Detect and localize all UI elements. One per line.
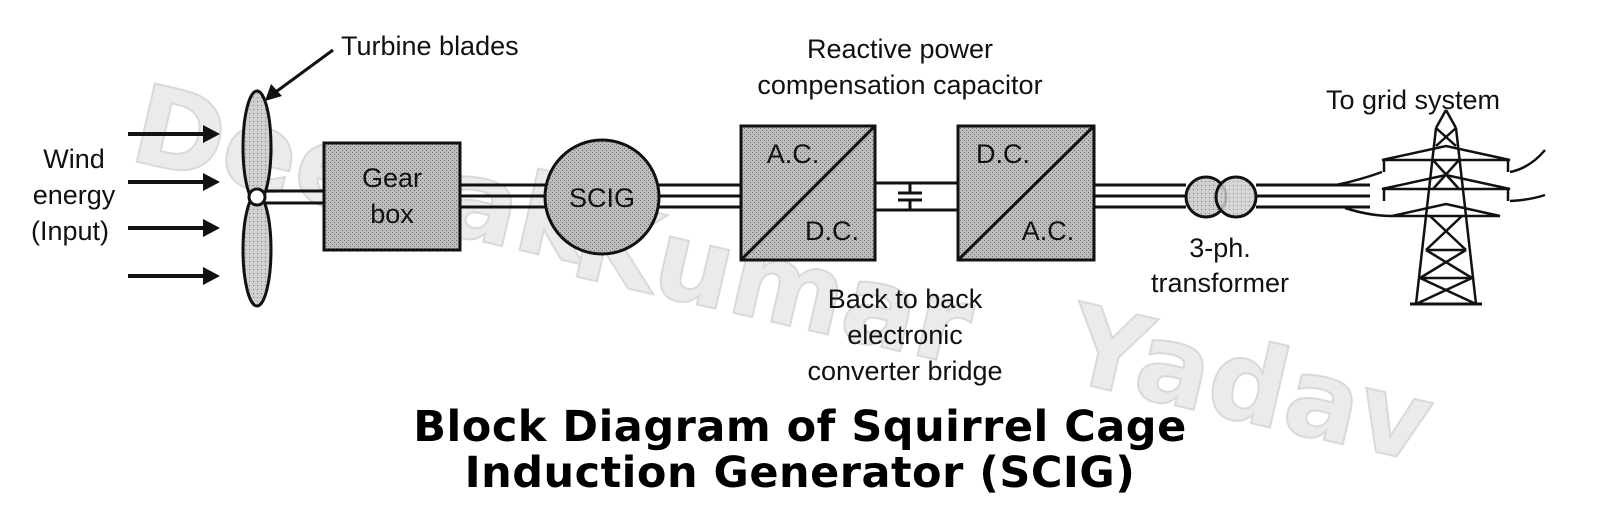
capacitor-label-line1: Reactive power bbox=[806, 34, 994, 64]
diagram-title-line2: Induction Generator (SCIG) bbox=[464, 448, 1136, 498]
inverter-bottom-label: A.C. bbox=[1022, 216, 1075, 246]
rectifier-top-label: A.C. bbox=[767, 139, 820, 169]
wind-energy-label-line3: (Input) bbox=[30, 216, 110, 246]
gearbox-label-line1: Gear bbox=[362, 163, 422, 193]
converter-label-line3: converter bridge bbox=[807, 356, 1003, 386]
rectifier-bottom-label: D.C. bbox=[805, 216, 859, 246]
capacitor-icon bbox=[898, 191, 922, 202]
turbine-shaft bbox=[265, 189, 324, 205]
grid-label: To grid system bbox=[1326, 85, 1501, 115]
dc-link bbox=[875, 181, 958, 212]
converter-label-line2: electronic bbox=[847, 320, 963, 350]
inverter-diagonal bbox=[956, 124, 1096, 262]
turbine-blades-pointer bbox=[272, 48, 334, 96]
transformer-label-line2: transformer bbox=[1150, 268, 1290, 298]
inverter-top-label: D.C. bbox=[976, 139, 1030, 169]
gearbox-label-line2: box bbox=[370, 199, 414, 229]
diagram-title-line1: Block Diagram of Squirrel Cage bbox=[413, 402, 1187, 452]
turbine-blades-icon bbox=[241, 89, 273, 308]
wind-energy-label-line1: Wind bbox=[43, 144, 105, 174]
transformer-label-line1: 3-ph. bbox=[1189, 233, 1251, 263]
transformer-icon bbox=[1184, 175, 1258, 219]
turbine-blades-label: Turbine blades bbox=[341, 31, 519, 61]
scig-label: SCIG bbox=[569, 183, 635, 213]
wind-arrows bbox=[128, 125, 220, 285]
generator-output-lines bbox=[659, 183, 741, 209]
turbine-blades-pointer-head bbox=[265, 84, 282, 101]
inverter-output-lines bbox=[1094, 183, 1186, 209]
capacitor-label-line2: compensation capacitor bbox=[757, 70, 1043, 100]
converter-label-line1: Back to back bbox=[827, 284, 983, 314]
grid-lines bbox=[1256, 183, 1370, 209]
wind-energy-label-line2: energy bbox=[32, 180, 116, 210]
gearbox-block bbox=[322, 141, 462, 252]
rectifier-diagonal bbox=[739, 124, 877, 262]
transmission-tower-icon bbox=[1335, 109, 1546, 306]
gearbox-shaft bbox=[460, 183, 548, 209]
